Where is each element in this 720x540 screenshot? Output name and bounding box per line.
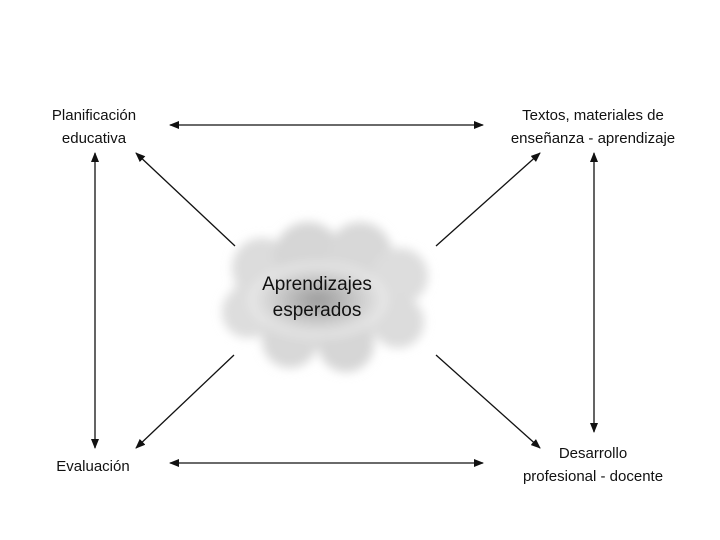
arrow-center-texts <box>435 152 541 247</box>
node-development: Desarrollo profesional - docente <box>522 445 664 485</box>
arrow-center-development <box>435 354 541 449</box>
center-label: Aprendizajes esperados <box>262 274 372 321</box>
arrow-center-evaluation <box>135 354 235 449</box>
node-texts: Textos, materiales de enseñanza - aprend… <box>510 107 676 147</box>
node-evaluation: Evaluación <box>56 458 130 475</box>
node-planning: Planificación educativa <box>51 107 137 147</box>
arrow-center-planning <box>135 152 236 247</box>
cloud-shape <box>222 222 428 372</box>
